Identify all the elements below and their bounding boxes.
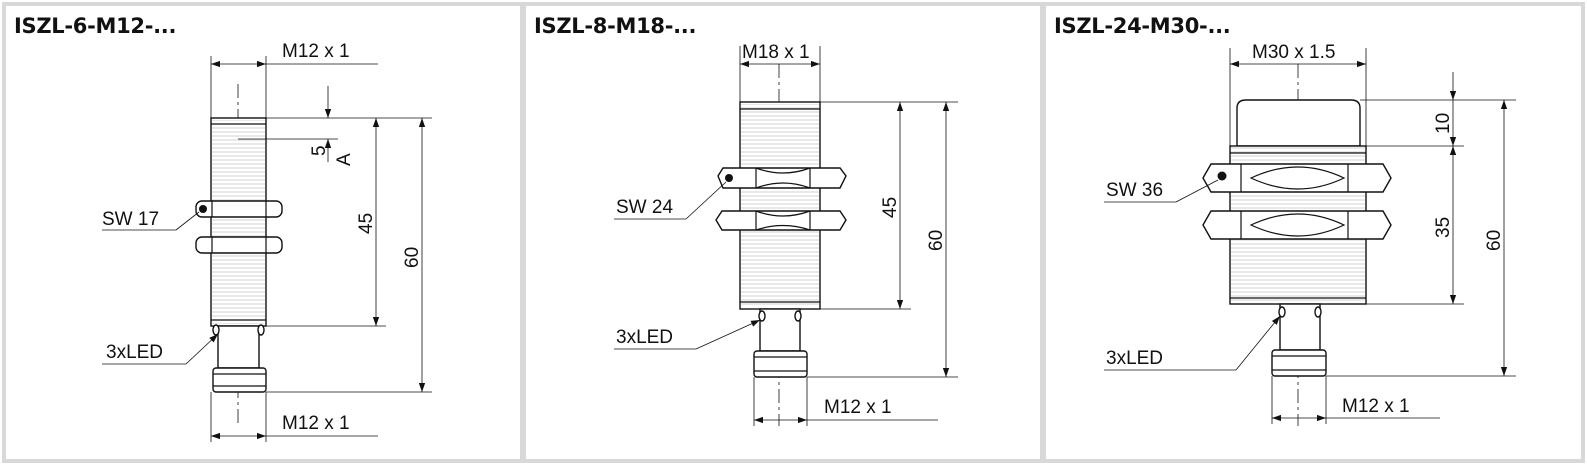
- led-window: [1314, 306, 1322, 318]
- hex-nut-upper: [717, 167, 847, 189]
- hex-nut-lower: [195, 236, 283, 254]
- nut-outline: [1202, 210, 1392, 240]
- led-section: [1279, 303, 1321, 351]
- leader-line-led: [185, 333, 219, 365]
- thread-hatching: [741, 104, 819, 307]
- nut-marker-dot: [199, 205, 207, 213]
- led-window: [257, 324, 265, 336]
- connector-plug: [753, 350, 808, 378]
- led-section: [217, 325, 260, 369]
- label-dim-60: 60: [926, 230, 947, 251]
- led-window: [1278, 306, 1286, 318]
- label-led: 3xLED: [616, 327, 673, 348]
- label-dim-60: 60: [1484, 230, 1505, 251]
- nut-outline: [715, 210, 847, 231]
- nut-marker-dot: [1217, 171, 1227, 181]
- label-thread-bottom: M12 x 1: [282, 413, 350, 434]
- label-thread-top: M12 x 1: [282, 41, 350, 62]
- panel-iszl-6-m12: ISZL-6-M12-... M12 x 1: [6, 6, 520, 459]
- leader-line-led: [695, 319, 761, 350]
- label-wrench-size: SW 24: [616, 197, 673, 218]
- panel-iszl-8-m18: ISZL-8-M18-... M18 x 1: [526, 6, 1040, 459]
- label-dim-45: 45: [880, 197, 901, 218]
- hex-nut-upper: [195, 200, 283, 218]
- panel-title: ISZL-24-M30-...: [1054, 14, 1231, 38]
- hex-nut-upper: [1202, 163, 1392, 193]
- sensor-drawing-m12: M12 x 1 5: [102, 41, 432, 442]
- nut-arc: [755, 167, 811, 174]
- label-wrench-size: SW 36: [1106, 180, 1163, 201]
- label-dim-a-value: 5: [309, 145, 330, 156]
- hex-nut-lower: [715, 210, 847, 231]
- label-dim-60: 60: [402, 247, 423, 268]
- nut-face: [1249, 166, 1346, 190]
- led-window: [794, 310, 802, 322]
- label-dim-a-letter: A: [334, 153, 355, 166]
- sensor-drawing-m18: M18 x 1: [614, 42, 958, 426]
- led-window: [758, 310, 766, 322]
- nut-outline: [717, 167, 847, 189]
- leader-line-wrench: [175, 211, 200, 231]
- hex-nut-lower: [1202, 210, 1392, 240]
- label-wrench-size: SW 17: [102, 209, 159, 230]
- label-dim-45: 45: [356, 213, 377, 234]
- connector-plug: [1271, 349, 1327, 377]
- label-dim-35: 35: [1433, 217, 1454, 238]
- sensor-drawing-m30: M30 x 1.5: [1104, 42, 1516, 426]
- panel-title: ISZL-8-M18-...: [534, 14, 697, 38]
- nut-arc: [755, 182, 811, 189]
- label-led: 3xLED: [106, 342, 163, 363]
- nut-marker-dot: [725, 174, 733, 182]
- nut-arc: [755, 224, 811, 231]
- connector-plug: [212, 367, 267, 393]
- panel-title: ISZL-6-M12-...: [14, 14, 177, 38]
- panel-iszl-24-m30: ISZL-24-M30-... M30 x 1.5: [1046, 6, 1581, 459]
- label-dim-10: 10: [1433, 113, 1454, 134]
- label-thread-bottom: M12 x 1: [1342, 396, 1410, 417]
- led-window: [212, 324, 220, 336]
- thread-hatching: [212, 120, 265, 324]
- leader-line-led: [1235, 315, 1281, 371]
- sensing-cap: [1236, 99, 1361, 147]
- leader-line-wrench: [685, 181, 727, 220]
- label-thread-top: M30 x 1.5: [1252, 42, 1335, 63]
- label-led: 3xLED: [1106, 348, 1163, 369]
- nut-outline: [1202, 163, 1392, 193]
- nut-face: [1249, 213, 1346, 237]
- led-section: [759, 308, 801, 352]
- leader-line-wrench: [1175, 179, 1219, 203]
- label-thread-top: M18 x 1: [742, 42, 810, 63]
- label-thread-bottom: M12 x 1: [824, 397, 892, 418]
- nut-arc: [755, 210, 811, 217]
